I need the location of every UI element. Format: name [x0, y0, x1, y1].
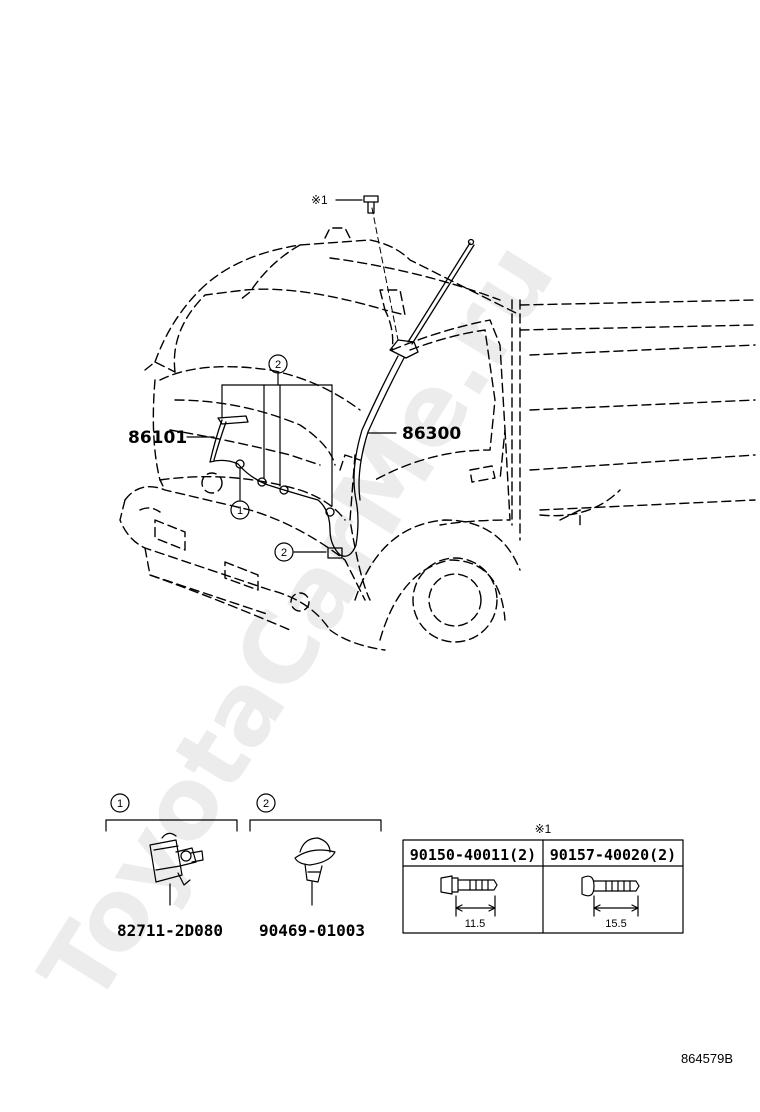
callout-num-2-top: 2: [275, 359, 281, 371]
bolt-table: [402, 839, 684, 934]
legend-num-1: 1: [117, 798, 123, 810]
bolt-table-part-2: 90157-40020(2): [550, 846, 676, 864]
callout-num-1: 1: [237, 505, 243, 517]
diagram-id: 864579B: [681, 1051, 733, 1066]
legend-clip: [249, 793, 382, 906]
legend-part-clip: 90469-01003: [259, 921, 365, 940]
callout-circle-2-lower: [274, 542, 294, 562]
bolt-table-dim-2: 15.5: [605, 918, 626, 930]
callout-circle-2-top: [268, 354, 288, 374]
truck-outline: [119, 227, 756, 651]
callout-circle-1: [230, 500, 250, 520]
bolt-1: [335, 195, 379, 214]
legend-num-2: 2: [263, 798, 269, 810]
bolt-table-dim-1: 11.5: [465, 918, 486, 930]
callout-leaders: [186, 371, 397, 553]
bolt-table-note: ※1: [535, 822, 552, 836]
watermark: ToyotaCarMe.ru: [19, 224, 577, 1023]
callout-part-86300: 86300: [402, 424, 461, 444]
antenna-assembly: [353, 207, 475, 501]
legend-part-clamp: 82711-2D080: [117, 921, 223, 940]
bolt-table-part-1: 90150-40011(2): [410, 846, 536, 864]
callout-part-86101: 86101: [128, 428, 187, 448]
legend-clamp: [105, 793, 238, 906]
callout-note1: ※1: [311, 193, 328, 207]
callout-num-2-lower: 2: [281, 547, 287, 559]
